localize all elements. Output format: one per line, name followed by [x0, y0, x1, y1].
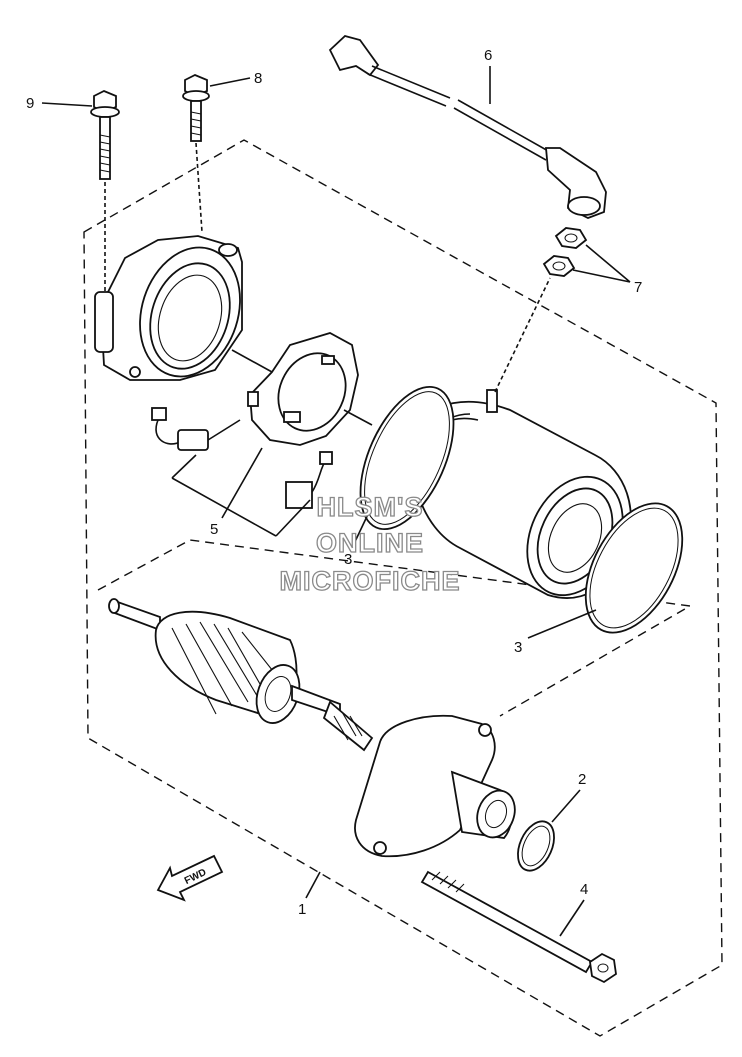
callout-7: 7 — [634, 279, 642, 296]
assembly-boundary-dashed — [83, 139, 723, 1037]
o-ring-2 — [517, 820, 555, 872]
callout-9: 9 — [26, 95, 34, 112]
watermark-line-3: MICROFICHE — [280, 566, 461, 596]
lead-wire-6 — [328, 35, 607, 219]
through-bolt-4 — [420, 870, 617, 984]
callout-3a: 3 — [344, 551, 352, 568]
o-ring-front-inner — [589, 507, 679, 629]
callout-1-leader — [305, 871, 321, 899]
callout-1: 1 — [298, 901, 306, 918]
rear-end-cover — [94, 235, 243, 381]
fwd-arrow-icon: FWD — [156, 854, 224, 902]
o-ring-rear — [359, 385, 455, 531]
o-ring-rear-inner — [364, 391, 450, 525]
callout-2: 2 — [578, 771, 586, 788]
callout-5-bracket — [171, 454, 311, 537]
callout-4: 4 — [580, 881, 588, 898]
callout-8-leader — [209, 77, 251, 87]
brush-plate — [247, 332, 359, 446]
cover-to-plate-line — [231, 349, 273, 373]
bolt-8 — [182, 74, 210, 142]
callout-9-leader — [41, 102, 93, 107]
nuts-7 — [542, 227, 588, 277]
watermark-line-1: HLSM'S — [317, 492, 424, 522]
callout-7-leader — [572, 244, 631, 283]
callout-5-leader — [221, 447, 263, 519]
callout-8: 8 — [254, 70, 262, 87]
callout-5: 5 — [210, 521, 218, 538]
callout-2-leader — [551, 789, 581, 823]
armature — [108, 598, 374, 752]
watermark-line-2: ONLINE — [316, 528, 424, 558]
brush-terminal-lead — [151, 407, 241, 451]
bolt-8-axis — [195, 142, 203, 233]
brush-holder — [285, 451, 333, 509]
callout-3a-leader — [351, 509, 371, 549]
callout-3b: 3 — [514, 639, 522, 656]
o-ring-2-inner — [521, 825, 551, 867]
callout-4-leader — [559, 899, 585, 937]
motor-yoke — [411, 389, 632, 599]
callout-6: 6 — [484, 47, 492, 64]
terminal-axis — [494, 277, 551, 393]
plate-to-yoke-line — [343, 409, 373, 426]
armature-group-dashed — [97, 539, 693, 717]
front-bracket — [354, 714, 516, 858]
o-ring-front — [584, 502, 684, 634]
bolt-9 — [90, 90, 120, 180]
callout-3b-leader — [527, 609, 597, 639]
